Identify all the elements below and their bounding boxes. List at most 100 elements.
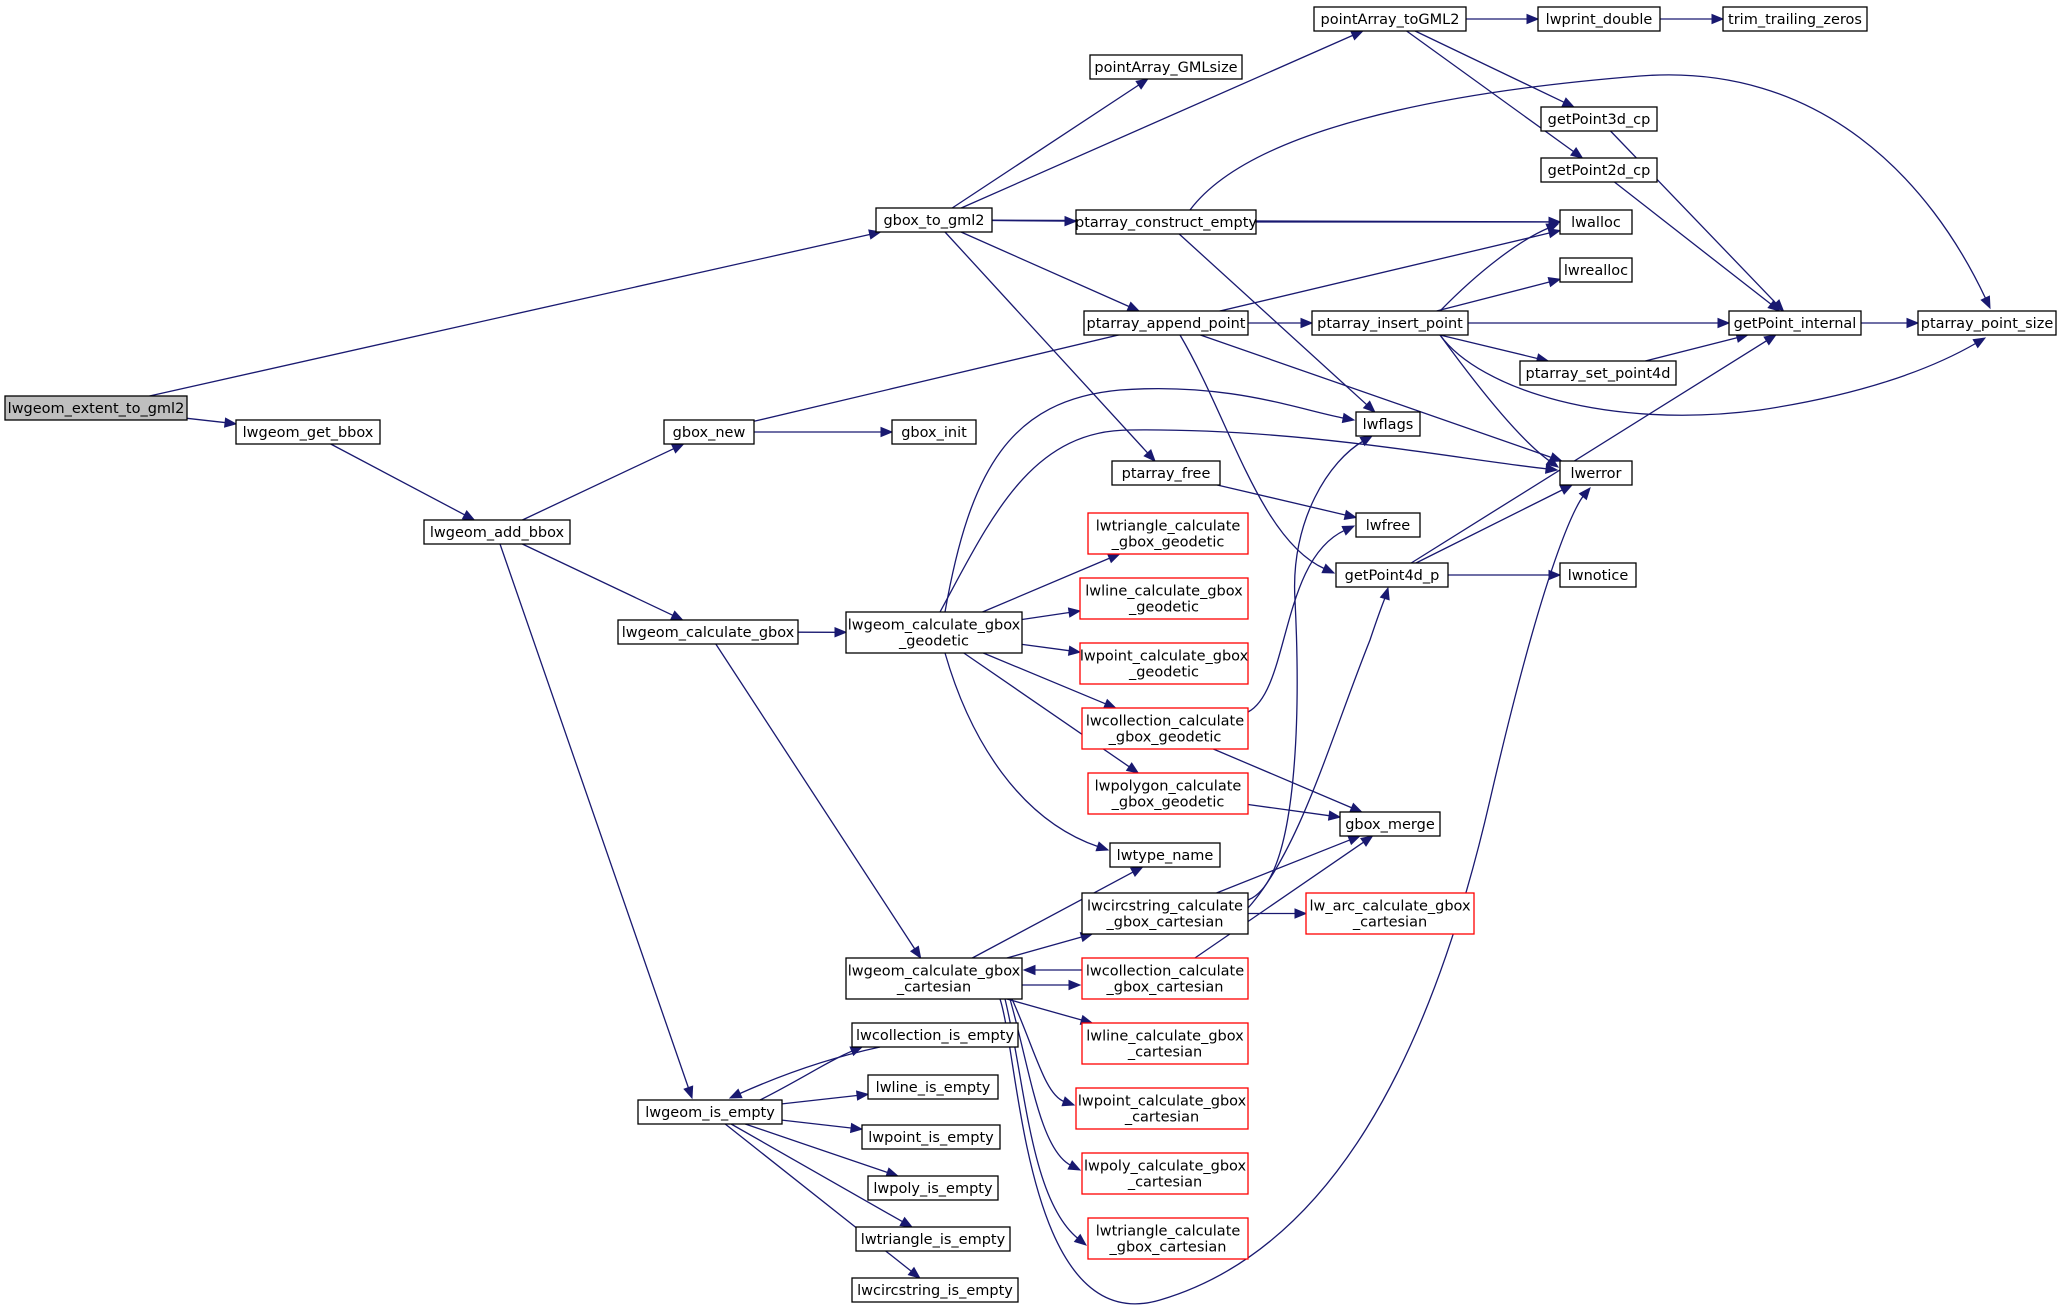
node-box[interactable] [851, 1022, 1019, 1048]
node-box[interactable] [1081, 892, 1249, 935]
node-box[interactable] [1075, 209, 1257, 235]
node-box[interactable] [617, 619, 799, 645]
node-box[interactable] [1559, 209, 1633, 235]
node-box[interactable] [1083, 310, 1249, 336]
node-box[interactable] [1917, 310, 2057, 336]
node-box[interactable] [1728, 310, 1862, 336]
node-lwgeom_is_empty[interactable]: lwgeom_is_empty [637, 1099, 783, 1125]
node-lwpoly_calculate_gbox_cartesian[interactable]: lwpoly_calculate_gbox_cartesian [1081, 1152, 1249, 1195]
node-box[interactable] [1081, 707, 1249, 750]
node-getPoint2d_cp[interactable]: getPoint2d_cp [1540, 157, 1658, 183]
node-lwline_calculate_gbox_cartesian[interactable]: lwline_calculate_gbox_cartesian [1081, 1022, 1249, 1065]
node-box[interactable] [1087, 1217, 1249, 1260]
node-lwpoint_calculate_gbox_geodetic[interactable]: lwpoint_calculate_gbox_geodetic [1079, 642, 1249, 685]
node-box[interactable] [1081, 1152, 1249, 1195]
node-box[interactable] [1305, 892, 1475, 935]
node-box[interactable] [1079, 642, 1249, 685]
node-box[interactable] [1081, 1022, 1249, 1065]
node-gbox_init[interactable]: gbox_init [891, 419, 977, 445]
node-box[interactable] [1079, 577, 1249, 620]
node-lwcircstring_calculate_gbox_cartesian[interactable]: lwcircstring_calculate_gbox_cartesian [1081, 892, 1249, 935]
node-box[interactable] [855, 1226, 1011, 1252]
node-box[interactable] [867, 1175, 999, 1201]
node-box[interactable] [861, 1124, 1001, 1150]
node-box[interactable] [235, 419, 381, 445]
node-box[interactable] [845, 611, 1023, 654]
node-lwtype_name[interactable]: lwtype_name [1109, 842, 1221, 868]
node-lwgeom_get_bbox[interactable]: lwgeom_get_bbox [235, 419, 381, 445]
node-box[interactable] [1089, 54, 1243, 80]
node-ptarray_append_point[interactable]: ptarray_append_point [1083, 310, 1249, 336]
node-box[interactable] [867, 1074, 999, 1100]
node-lwnotice[interactable]: lwnotice [1559, 562, 1637, 588]
node-box[interactable] [1537, 6, 1661, 32]
node-lwcollection_calculate_gbox_cartesian[interactable]: lwcollection_calculate_gbox_cartesian [1081, 957, 1249, 1000]
node-lwpoly_is_empty[interactable]: lwpoly_is_empty [867, 1175, 999, 1201]
node-lwerror[interactable]: lwerror [1559, 460, 1633, 486]
node-gbox_to_gml2[interactable]: gbox_to_gml2 [875, 207, 993, 233]
node-box[interactable] [1339, 811, 1441, 837]
node-box[interactable] [845, 957, 1023, 1000]
node-box[interactable] [851, 1277, 1019, 1303]
node-box[interactable] [1540, 157, 1658, 183]
node-box[interactable] [1519, 360, 1677, 386]
node-box[interactable] [1087, 772, 1249, 815]
node-box[interactable] [663, 419, 755, 445]
node-box[interactable] [891, 419, 977, 445]
node-lw_arc_calculate_gbox_cartesian[interactable]: lw_arc_calculate_gbox_cartesian [1305, 892, 1475, 935]
node-box[interactable] [1075, 1087, 1249, 1130]
node-box[interactable] [1559, 257, 1633, 283]
node-getPoint3d_cp[interactable]: getPoint3d_cp [1540, 106, 1658, 132]
node-ptarray_set_point4d[interactable]: ptarray_set_point4d [1519, 360, 1677, 386]
node-lwpoint_calculate_gbox_cartesian[interactable]: lwpoint_calculate_gbox_cartesian [1075, 1087, 1249, 1130]
node-box[interactable] [1109, 842, 1221, 868]
node-box[interactable] [1355, 411, 1421, 437]
node-box[interactable] [637, 1099, 783, 1125]
node-box[interactable] [1081, 957, 1249, 1000]
node-box[interactable] [1722, 6, 1868, 32]
node-lwpolygon_calculate_gbox_geodetic[interactable]: lwpolygon_calculate_gbox_geodetic [1087, 772, 1249, 815]
node-box[interactable] [1335, 562, 1449, 588]
node-lwgeom_calculate_gbox_geodetic[interactable]: lwgeom_calculate_gbox_geodetic [845, 611, 1023, 654]
node-box[interactable] [423, 519, 571, 545]
node-lwline_is_empty[interactable]: lwline_is_empty [867, 1074, 999, 1100]
node-box[interactable] [1313, 6, 1467, 32]
node-lwtriangle_is_empty[interactable]: lwtriangle_is_empty [855, 1226, 1011, 1252]
node-lwfree[interactable]: lwfree [1355, 512, 1421, 538]
node-box[interactable] [1311, 310, 1469, 336]
node-lwgeom_add_bbox[interactable]: lwgeom_add_bbox [423, 519, 571, 545]
node-box[interactable] [1111, 460, 1221, 486]
node-lwprint_double[interactable]: lwprint_double [1537, 6, 1661, 32]
node-lwtriangle_calculate_gbox_cartesian[interactable]: lwtriangle_calculate_gbox_cartesian [1087, 1217, 1249, 1260]
node-lwline_calculate_gbox_geodetic[interactable]: lwline_calculate_gbox_geodetic [1079, 577, 1249, 620]
node-ptarray_insert_point[interactable]: ptarray_insert_point [1311, 310, 1469, 336]
node-lwtriangle_calculate_gbox_geodetic[interactable]: lwtriangle_calculate_gbox_geodetic [1087, 512, 1249, 555]
node-box[interactable] [1087, 512, 1249, 555]
node-box[interactable] [1559, 562, 1637, 588]
node-ptarray_construct_empty[interactable]: ptarray_construct_empty [1075, 209, 1257, 235]
node-lwflags[interactable]: lwflags [1355, 411, 1421, 437]
node-getPoint4d_p[interactable]: getPoint4d_p [1335, 562, 1449, 588]
node-lwcollection_calculate_gbox_geodetic[interactable]: lwcollection_calculate_gbox_geodetic [1081, 707, 1249, 750]
node-pointArray_GMLsize[interactable]: pointArray_GMLsize [1089, 54, 1243, 80]
node-lwpoint_is_empty[interactable]: lwpoint_is_empty [861, 1124, 1001, 1150]
node-gbox_new[interactable]: gbox_new [663, 419, 755, 445]
node-box[interactable] [1540, 106, 1658, 132]
node-lwrealloc[interactable]: lwrealloc [1559, 257, 1633, 283]
node-pointArray_toGML2[interactable]: pointArray_toGML2 [1313, 6, 1467, 32]
node-lwgeom_calculate_gbox[interactable]: lwgeom_calculate_gbox [617, 619, 799, 645]
node-lwgeom_calculate_gbox_cartesian[interactable]: lwgeom_calculate_gbox_cartesian [845, 957, 1023, 1000]
node-lwcollection_is_empty[interactable]: lwcollection_is_empty [851, 1022, 1019, 1048]
node-gbox_merge[interactable]: gbox_merge [1339, 811, 1441, 837]
node-trim_trailing_zeros[interactable]: trim_trailing_zeros [1722, 6, 1868, 32]
node-box[interactable] [1355, 512, 1421, 538]
node-box[interactable] [4, 395, 188, 421]
node-box[interactable] [1559, 460, 1633, 486]
node-lwalloc[interactable]: lwalloc [1559, 209, 1633, 235]
node-lwcircstring_is_empty[interactable]: lwcircstring_is_empty [851, 1277, 1019, 1303]
node-box[interactable] [875, 207, 993, 233]
node-lwgeom_extent_to_gml2[interactable]: lwgeom_extent_to_gml2 [4, 395, 188, 421]
node-getPoint_internal[interactable]: getPoint_internal [1728, 310, 1862, 336]
node-ptarray_free[interactable]: ptarray_free [1111, 460, 1221, 486]
node-ptarray_point_size[interactable]: ptarray_point_size [1917, 310, 2057, 336]
